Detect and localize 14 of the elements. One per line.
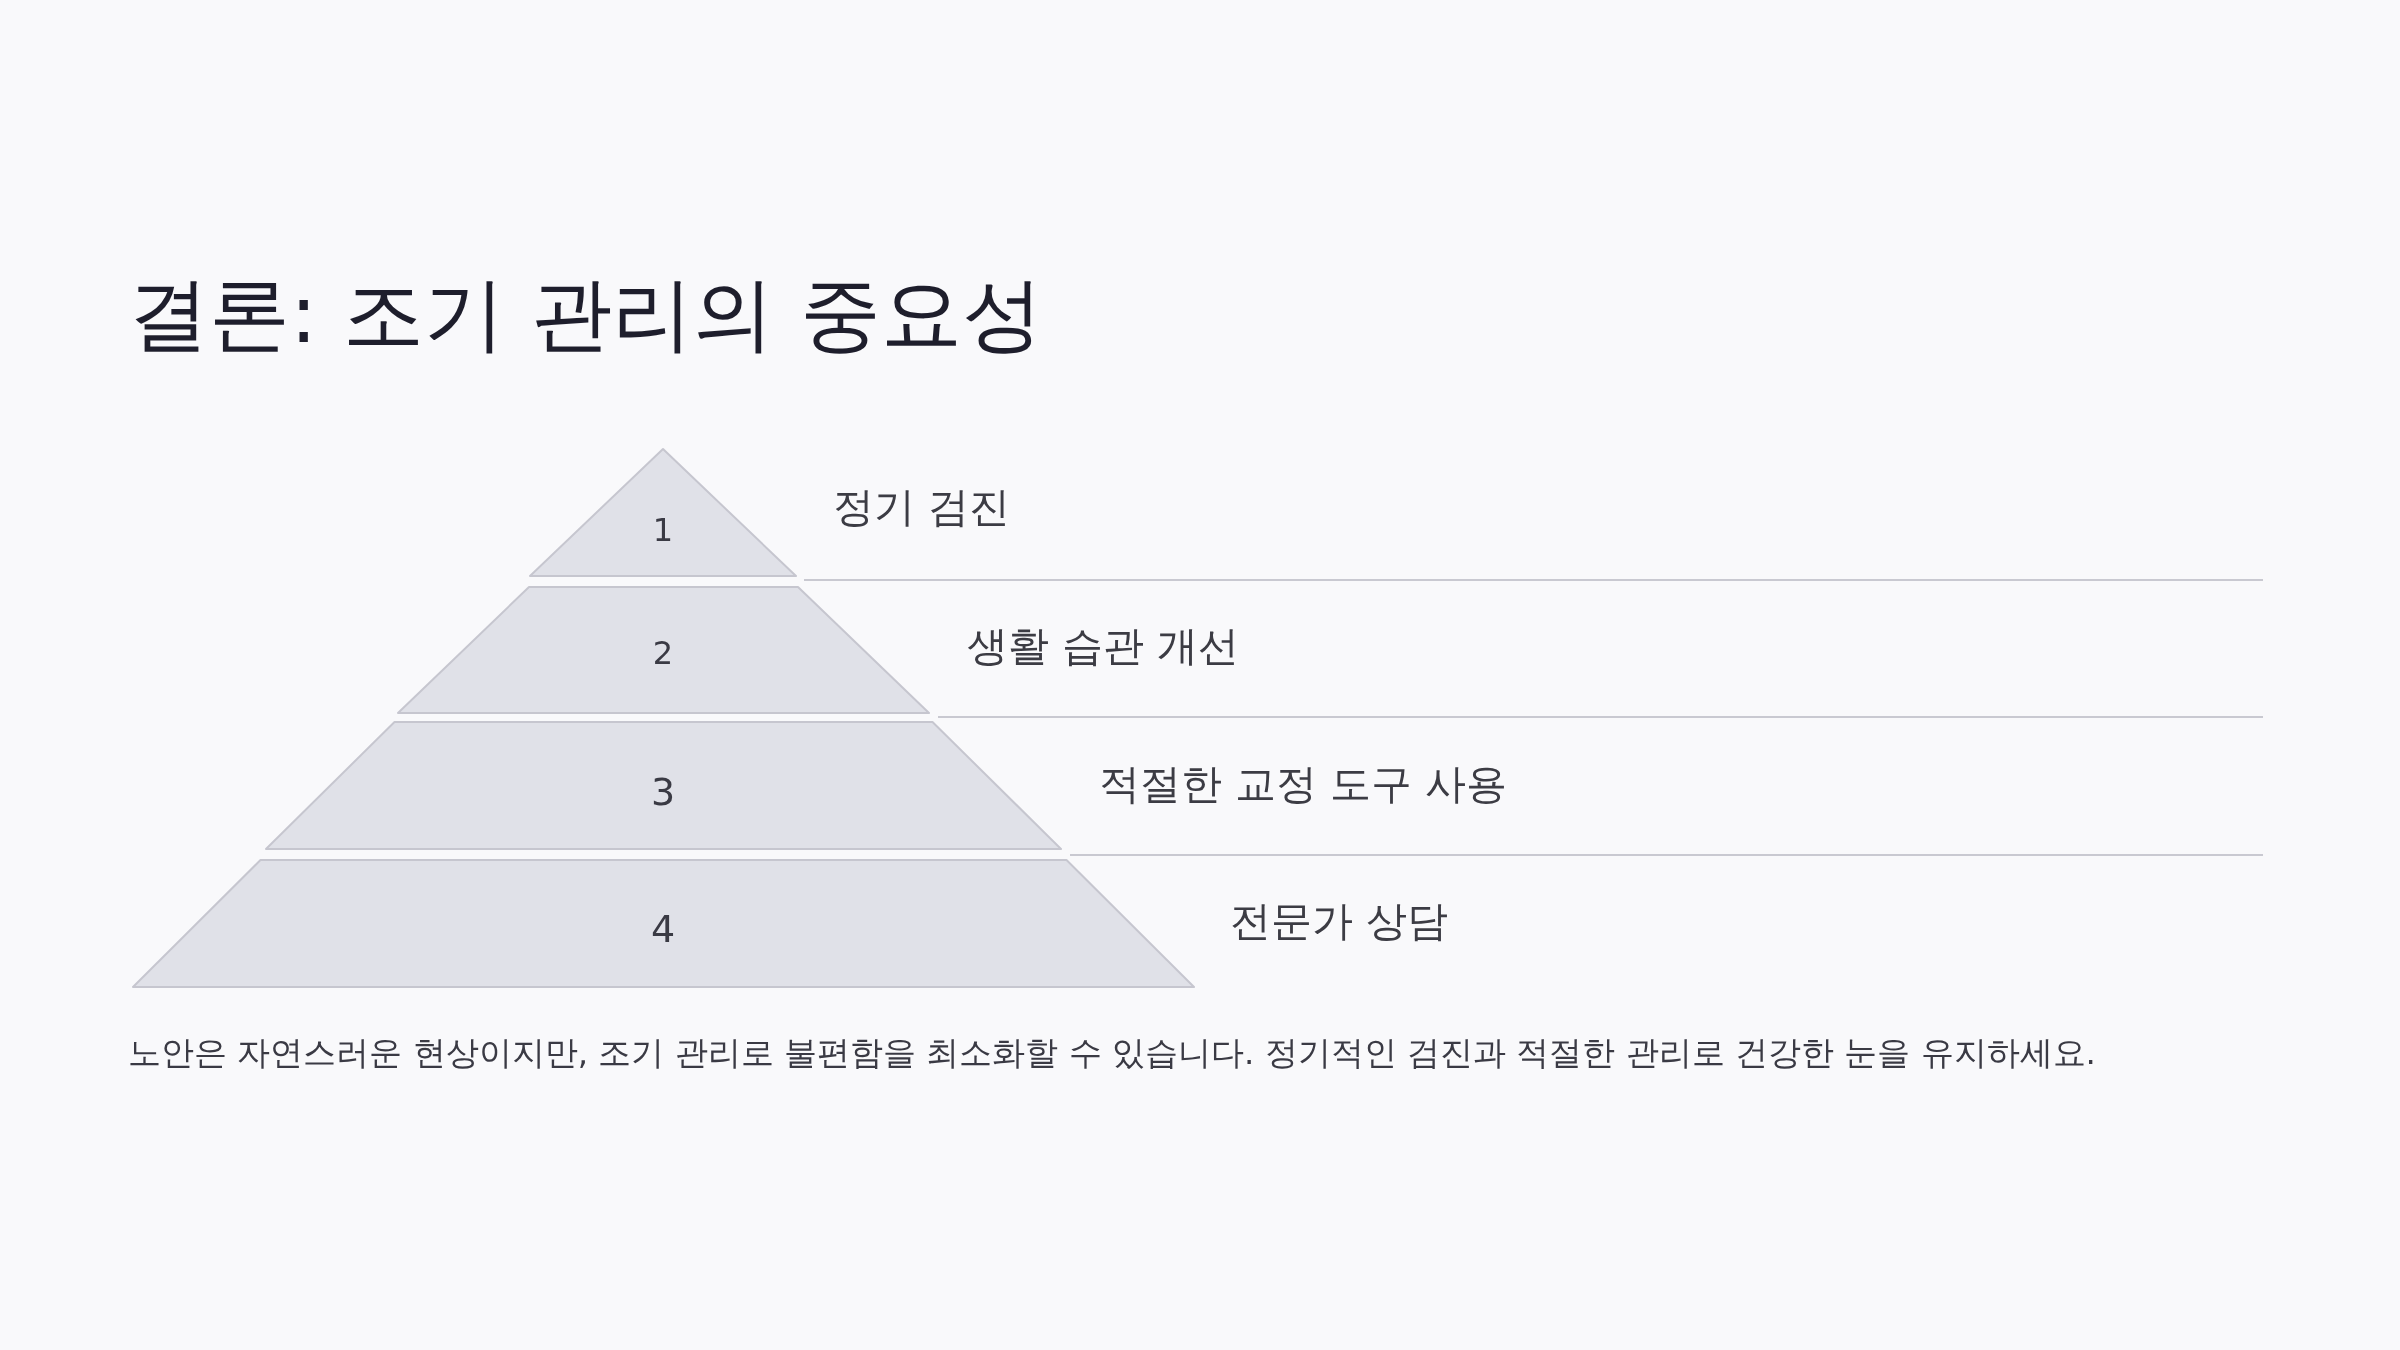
- tier-number: 4: [650, 907, 676, 953]
- tier-label: 전문가 상담: [1230, 897, 1449, 947]
- tier-label: 정기 검진: [833, 483, 1011, 533]
- pyramid-tier: [264, 721, 1062, 850]
- tier-number: 1: [652, 510, 674, 550]
- title: 결론: 조기 관리의 중요성: [128, 266, 1043, 363]
- tier-number: 3: [650, 770, 676, 816]
- caption: 노안은 자연스러운 현상이지만, 조기 관리로 불편함을 최소화할 수 있습니다. 정기적인 검진과 적절한 관리로 건강한 눈을 유지하세요.: [128, 1033, 2096, 1074]
- tier-label: 생활 습관 개선: [967, 622, 1240, 672]
- pyramid-tier: [396, 586, 930, 714]
- tier-label: 적절한 교정 도구 사용: [1099, 760, 1508, 810]
- pyramid-tier: [131, 859, 1195, 988]
- pyramid-tier: [529, 448, 797, 577]
- tier-number: 2: [652, 633, 674, 673]
